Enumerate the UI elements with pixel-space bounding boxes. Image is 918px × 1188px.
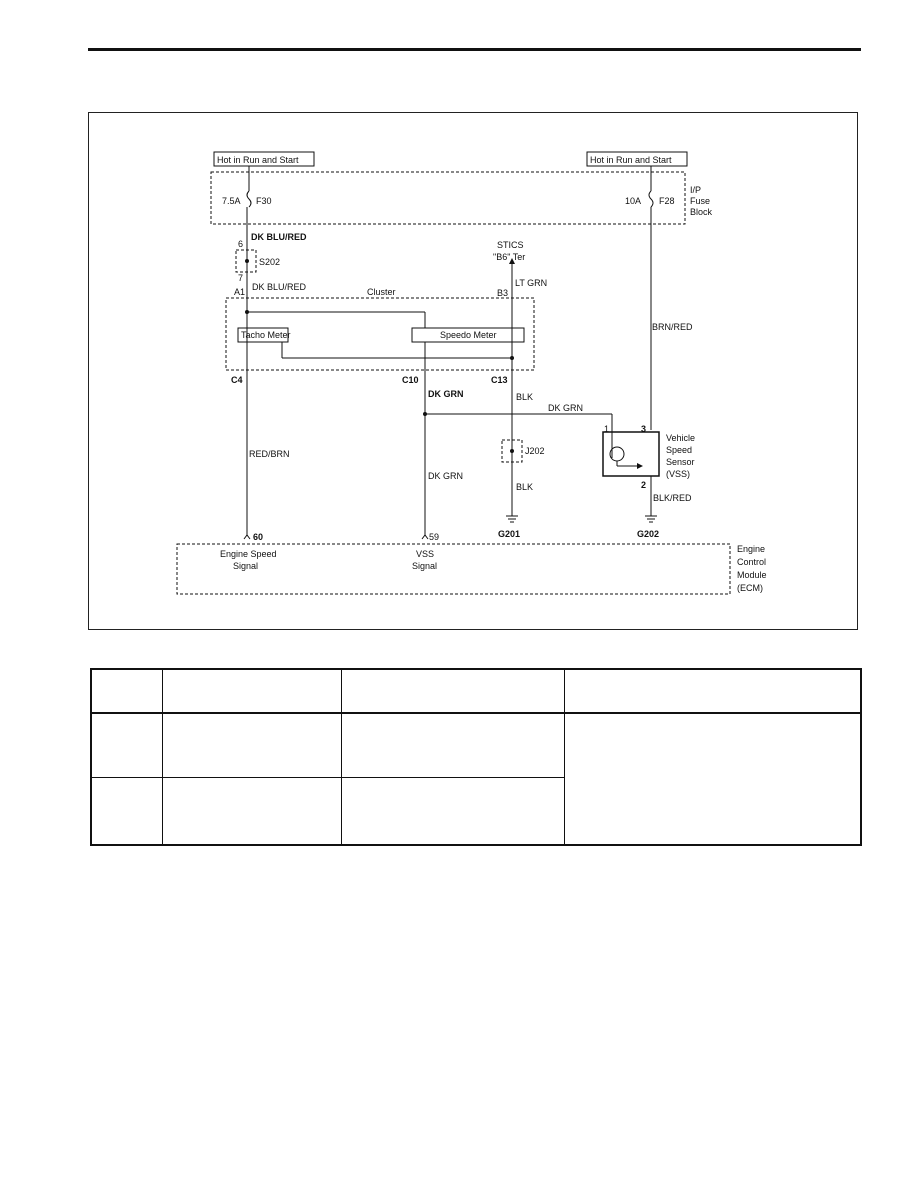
- fuse-f30: [246, 190, 252, 208]
- ecm-outline: [176, 543, 731, 595]
- stics-label-1: STICS: [497, 240, 524, 250]
- ecm-vss-signal-2: Signal: [412, 561, 437, 571]
- tacho-meter-box: [237, 327, 289, 343]
- wire-blk-2: BLK: [516, 482, 533, 492]
- fuse-f28: [648, 190, 654, 208]
- ecm-label-3: Module: [737, 570, 767, 580]
- left-source-label: Hot in Run and Start: [217, 155, 299, 165]
- fuse-f30-rating: 7.5A: [222, 196, 241, 206]
- wire-dk-grn-3: DK GRN: [428, 471, 463, 481]
- ecm-engine-speed-2: Signal: [233, 561, 258, 571]
- table-col-divider-2: [341, 670, 342, 844]
- diagram-frame: [88, 112, 858, 630]
- cluster-pin-c10: C10: [402, 375, 419, 385]
- right-source-box: [586, 151, 688, 167]
- wire-blk-1: BLK: [516, 392, 533, 402]
- s202-dot: [245, 259, 249, 263]
- vss-pin-3: 3: [641, 424, 646, 434]
- fuse-block-label-3: Block: [690, 207, 713, 217]
- wire-brn-red: BRN/RED: [652, 322, 693, 332]
- cluster-label: Cluster: [367, 287, 396, 297]
- ecm-pin-59: 59: [429, 532, 439, 542]
- vss-pin-1: 1: [604, 424, 609, 434]
- vss-label-2: Speed: [666, 445, 692, 455]
- wire-dk-grn-2: DK GRN: [548, 403, 583, 413]
- wire-red-brn: RED/BRN: [249, 449, 290, 459]
- data-table: [90, 668, 862, 846]
- vss-box: [602, 431, 660, 477]
- dkgrn-splice-dot: [423, 412, 427, 416]
- junction-j202-box: [501, 439, 523, 463]
- ecm-pin-60: 60: [253, 532, 263, 542]
- table-row-divider: [92, 777, 564, 778]
- table-col-divider-3: [564, 670, 565, 844]
- wire-dk-blu-red-1: DK BLU/RED: [251, 232, 307, 242]
- ecm-vss-signal-1: VSS: [416, 549, 434, 559]
- fuse-f28-id: F28: [659, 196, 675, 206]
- junction-j202-label: J202: [525, 446, 545, 456]
- right-source-label: Hot in Run and Start: [590, 155, 672, 165]
- wire-dk-blu-red-2: DK BLU/RED: [252, 282, 307, 292]
- wire-blk-red: BLK/RED: [653, 493, 692, 503]
- left-source-box: [213, 151, 315, 167]
- ground-g201: G201: [498, 529, 520, 539]
- ecm-label-2: Control: [737, 557, 766, 567]
- table-col-divider-1: [162, 670, 163, 844]
- s202-pin-top: 6: [238, 239, 243, 249]
- fuse-block-outline: [210, 171, 686, 225]
- a1-splice-dot: [245, 310, 249, 314]
- s202-label: S202: [259, 257, 280, 267]
- header-rule: [88, 48, 861, 51]
- cluster-pin-c4: C4: [231, 375, 243, 385]
- fuse-block-label-1: I/P: [690, 185, 701, 195]
- stics-label-2: "B6" Ter: [493, 252, 525, 262]
- tacho-meter-label: Tacho Meter: [241, 330, 291, 340]
- fuse-f30-id: F30: [256, 196, 272, 206]
- wire-dk-grn-1: DK GRN: [428, 389, 464, 399]
- vss-label-3: Sensor: [666, 457, 695, 467]
- ground-g202: G202: [637, 529, 659, 539]
- ecm-label-4: (ECM): [737, 583, 763, 593]
- cluster-pin-a1: A1: [234, 287, 245, 297]
- vss-label-4: (VSS): [666, 469, 690, 479]
- vss-arrow-icon: [637, 463, 643, 469]
- vss-pin-2: 2: [641, 480, 646, 490]
- fuse-block-label-2: Fuse: [690, 196, 710, 206]
- table-header-divider: [92, 712, 860, 714]
- speedo-meter-box: [411, 327, 525, 343]
- s202-pin-bottom: 7: [238, 273, 243, 283]
- c13-splice-dot: [510, 356, 514, 360]
- ecm-label-1: Engine: [737, 544, 765, 554]
- vss-label-1: Vehicle: [666, 433, 695, 443]
- cluster-pin-b3: B3: [497, 288, 508, 298]
- cluster-pin-c13: C13: [491, 375, 508, 385]
- stics-arrow-icon: [509, 258, 515, 264]
- speedo-meter-label: Speedo Meter: [440, 330, 497, 340]
- ecm-engine-speed-1: Engine Speed: [220, 549, 277, 559]
- splice-s202-box: [235, 249, 257, 273]
- wire-lt-grn: LT GRN: [515, 278, 547, 288]
- fuse-f28-rating: 10A: [625, 196, 641, 206]
- j202-dot: [510, 449, 514, 453]
